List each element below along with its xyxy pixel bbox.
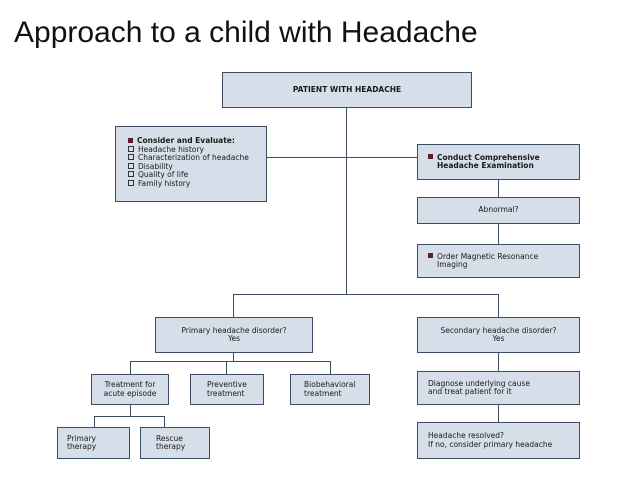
consider-item-label: Disability [138,161,173,171]
connector-to-primary-therapy [94,416,95,427]
connector-abnormal-mri [498,224,499,244]
acute-line1: Treatment for [104,380,156,389]
secondary-disorder-line1: Secondary headache disorder? [440,325,557,335]
biobehavioral-box: Biobehavioral treatment [290,374,370,405]
consider-item: Quality of life [128,170,266,180]
bullet-square-icon [428,154,433,159]
rescue-line1: Rescue [156,433,183,443]
checkbox-icon [128,179,134,186]
preventive-line1: Preventive [207,380,247,389]
diagnose-line1: Diagnose underlying cause [428,378,530,388]
secondary-disorder-line2: Yes [492,334,505,343]
connector-to-secondary [498,294,499,317]
consider-heading: Consider and Evaluate: [137,136,235,145]
connector-to-preventive [226,361,227,374]
consider-item: Characterization of headache [128,153,266,163]
exam-line1: Conduct Comprehensive [428,152,579,163]
patient-with-headache-label: PATIENT WITH HEADACHE [292,84,402,94]
connector-top-trunk [346,108,347,294]
consider-item-label: Family history [138,178,191,188]
mri-line1-text: Order Magnetic Resonance [437,251,539,261]
exam-line2: Headache Examination [437,161,534,170]
consider-evaluate-box: Consider and Evaluate: Headache history … [115,126,267,202]
consider-item-label: Quality of life [138,170,189,179]
consider-item-label: Headache history [138,144,204,154]
checkbox-icon [128,145,134,152]
rescue-line2: therapy [156,442,186,451]
mri-box: Order Magnetic Resonance Imaging [417,244,580,278]
preventive-box: Preventive treatment [190,374,264,405]
consider-item-label: Characterization of headache [138,153,249,162]
connector-primary-down [233,353,234,361]
abnormal-box: Abnormal? [417,197,580,224]
connector-acute-down [130,405,131,416]
connector-therapy-branches [94,416,165,417]
primary-therapy-line2: therapy [67,442,97,451]
diagnose-box: Diagnose underlying cause and treat pati… [417,371,580,405]
patient-with-headache-box: PATIENT WITH HEADACHE [222,72,472,108]
primary-disorder-box: Primary headache disorder? Yes [155,317,313,353]
connector-to-biobehavioral [330,361,331,374]
connector-diagnose-resolved [498,405,499,422]
exam-box: Conduct Comprehensive Headache Examinati… [417,144,580,180]
primary-disorder-line2: Yes [227,334,241,343]
diagnose-line2: and treat patient for it [428,387,512,396]
biobehavioral-line2: treatment [304,388,342,398]
checkbox-icon [128,154,134,160]
connector-to-consider [267,157,346,158]
rescue-therapy-box: Rescue therapy [140,427,210,459]
resolved-line1: Headache resolved? [428,431,504,440]
resolved-box: Headache resolved? If no, consider prima… [417,422,580,459]
mri-line2: Imaging [437,260,468,269]
secondary-disorder-box: Secondary headache disorder? Yes [417,317,580,353]
acute-line2: acute episode [103,388,157,398]
mri-line1: Order Magnetic Resonance [428,251,579,262]
primary-disorder-line1: Primary headache disorder? [181,325,287,335]
bullet-square-icon [128,137,133,143]
connector-secondary-diagnose [498,353,499,371]
bullet-square-icon [428,253,433,258]
primary-therapy-box: Primary therapy [57,427,130,459]
connector-to-acute [130,361,131,374]
connector-exam-abnormal [498,180,499,197]
checkbox-icon [128,162,134,169]
consider-item: Headache history [128,144,266,155]
preventive-line2: treatment [207,388,245,398]
consider-heading-row: Consider and Evaluate: [128,136,266,146]
consider-item: Disability [128,161,266,172]
abnormal-label: Abnormal? [478,205,519,215]
connector-split [233,294,499,295]
checkbox-icon [128,171,134,177]
connector-to-rescue [164,416,165,427]
resolved-line2: If no, consider primary headache [428,439,553,449]
connector-primary-branches [130,361,331,362]
exam-line1-text: Conduct Comprehensive [437,152,540,162]
consider-item: Family history [128,178,266,189]
connector-to-exam [347,157,417,158]
connector-to-primary [233,294,234,317]
slide-title: Approach to a child with Headache [14,16,478,49]
biobehavioral-line1: Biobehavioral [304,380,356,389]
acute-treatment-box: Treatment for acute episode [91,374,169,405]
primary-therapy-line1: Primary [67,433,96,443]
